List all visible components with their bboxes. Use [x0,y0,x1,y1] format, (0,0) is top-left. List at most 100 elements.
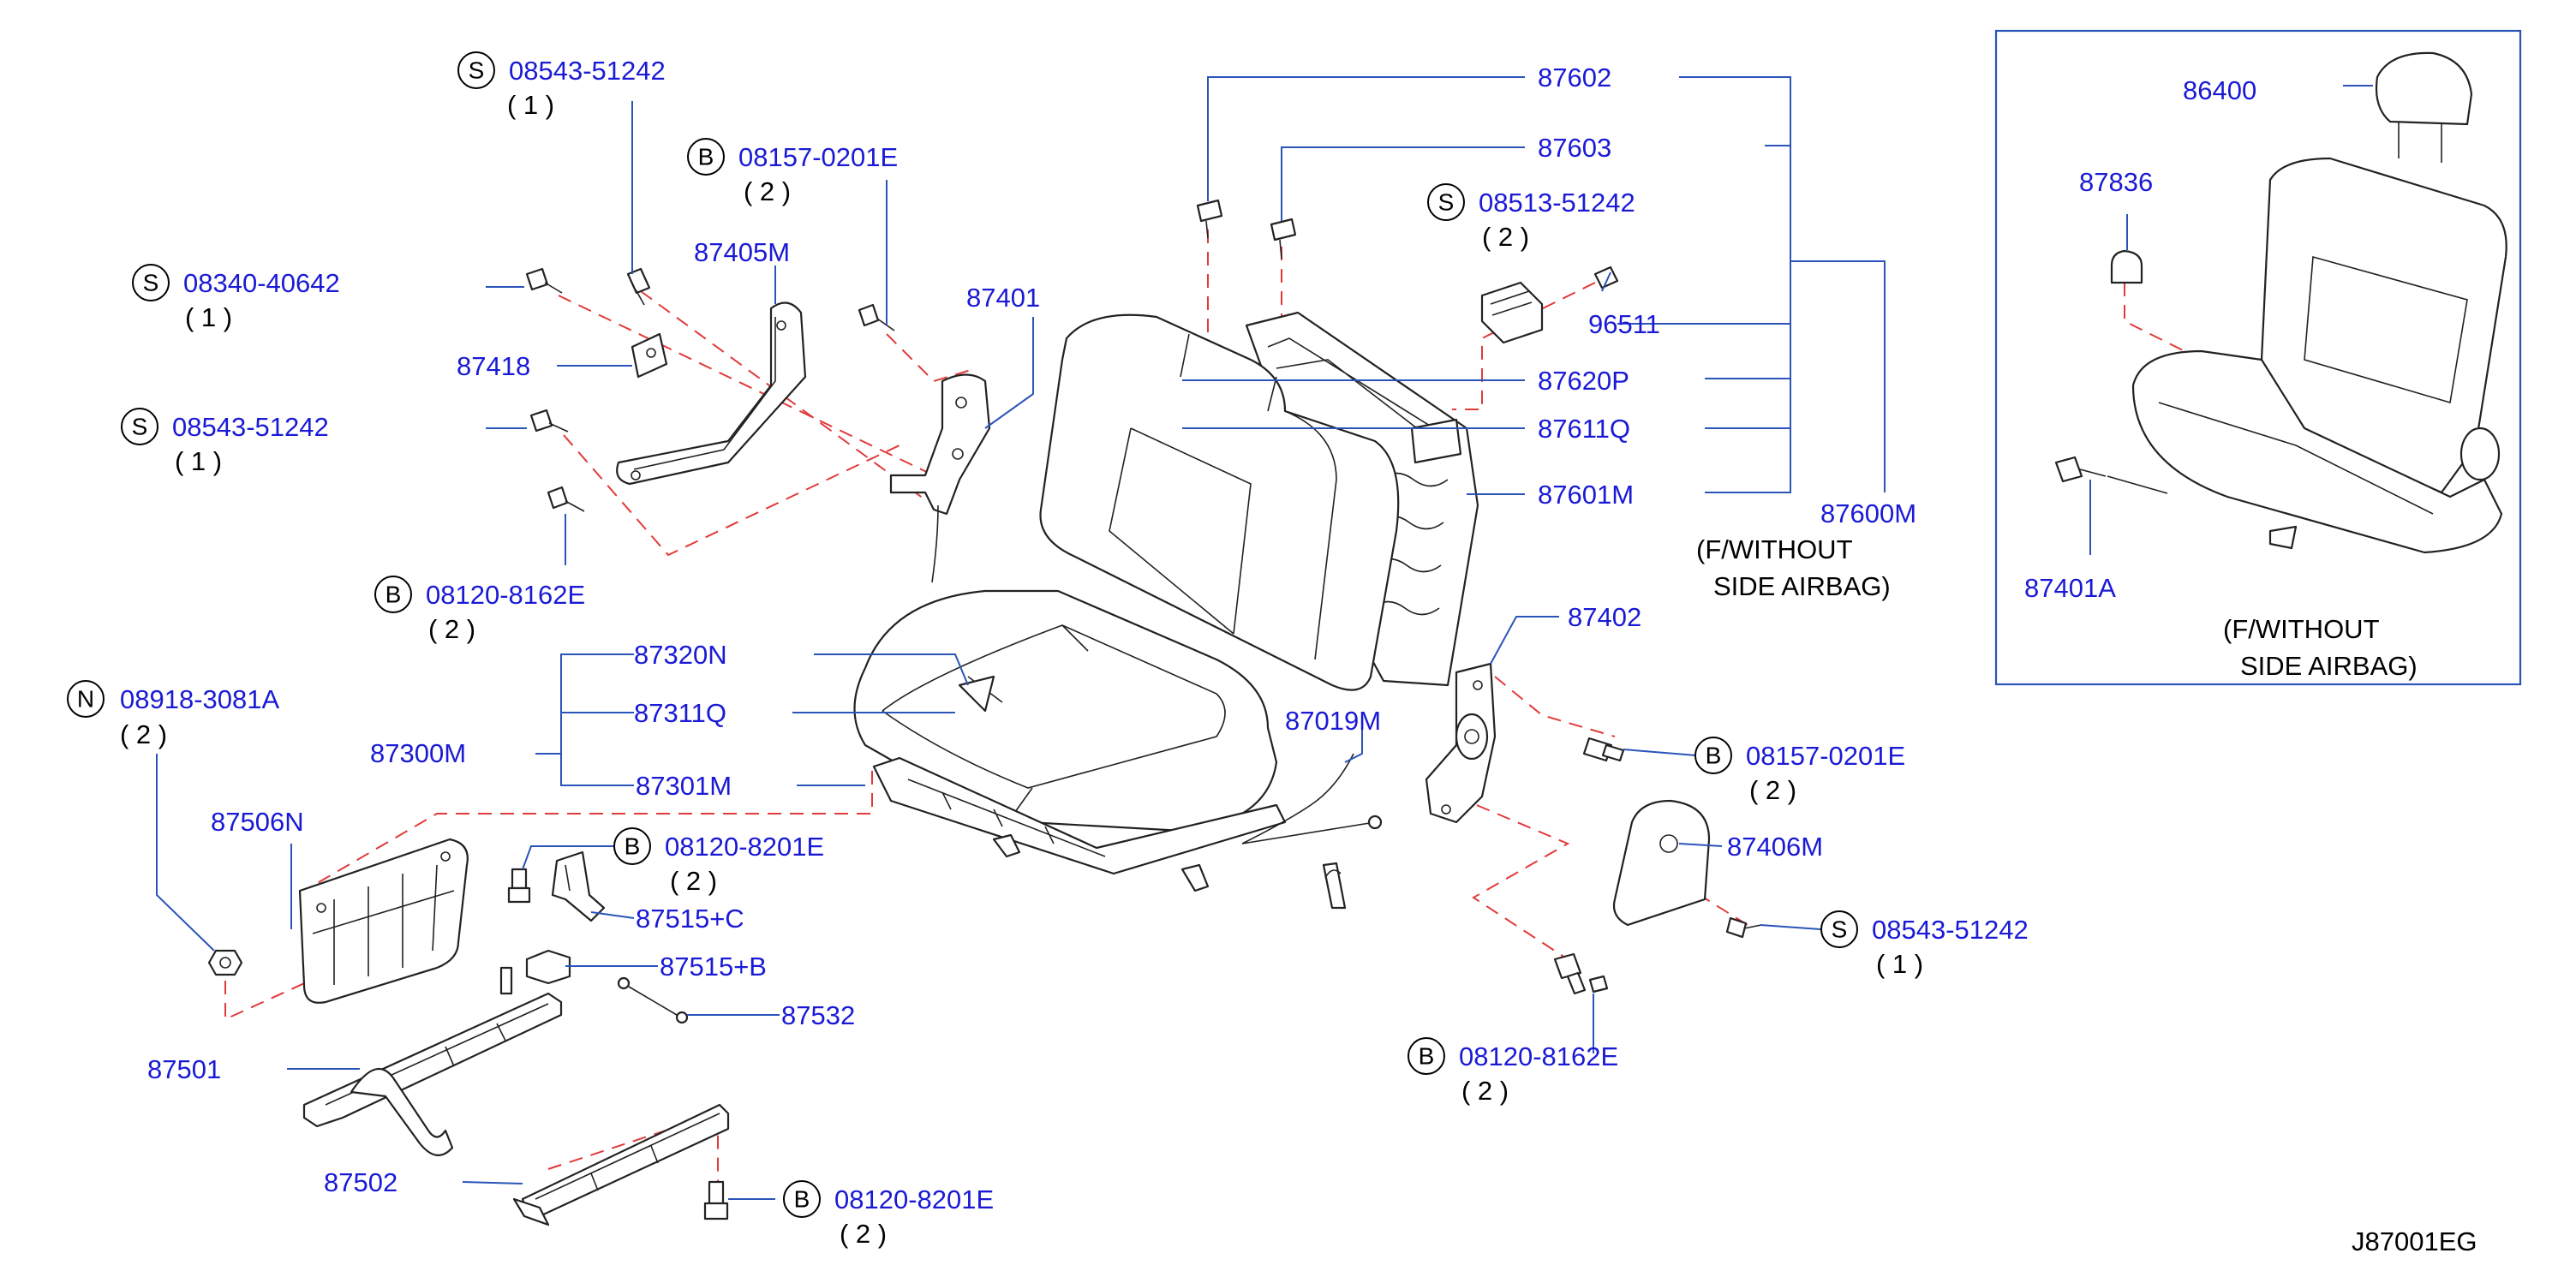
label-87601M: 87601M [1538,480,1634,510]
slide-rail-87501 [302,966,563,1156]
label-08157-0201E-right: B 08157-0201E ( 2 ) [1694,737,1905,805]
screw-icon [626,267,651,306]
label-87418: 87418 [457,351,530,381]
label-87611Q: 87611Q [1538,414,1630,444]
nut-icon [207,949,243,976]
svg-text:08120-8162E: 08120-8162E [426,580,585,610]
bracket-87402 [1425,662,1497,824]
label-87019M: 87019M [1285,706,1381,736]
label-87300M: 87300M [370,738,466,768]
note-inset-line1: (F/WITHOUT [2223,614,2380,644]
svg-text:S: S [1832,916,1848,943]
svg-text:08120-8201E: 08120-8201E [834,1184,994,1214]
washer-icon [617,976,689,1024]
clip-87418 [631,332,668,379]
label-87501: 87501 [147,1054,221,1084]
svg-text:S: S [1438,189,1455,216]
screw-icon [1593,266,1619,289]
fasteners [207,199,1762,1220]
svg-text:S: S [469,57,485,84]
svg-text:B: B [698,144,714,170]
bolt-icon [2054,456,2168,494]
svg-text:( 2 ): ( 2 ) [120,719,167,749]
svg-text:( 2 ): ( 2 ) [1461,1076,1509,1106]
svg-text:( 2 ): ( 2 ) [428,614,475,644]
svg-text:B: B [1706,743,1722,769]
label-08120-8162E-right: B 08120-8162E ( 2 ) [1408,1037,1618,1106]
clip-fastener-icon [1196,199,1223,239]
label-87506N: 87506N [211,807,304,837]
prefix-circle [783,1180,821,1218]
prefix-circle [374,576,412,613]
prefix-circle [1408,1037,1445,1075]
label-87301M: 87301M [636,771,732,801]
note-inset-line2: SIDE AIRBAG) [2240,651,2418,681]
svg-text:( 1 ): ( 1 ) [507,90,554,120]
prefix-circle [613,827,651,865]
screw-icon [529,409,569,433]
svg-text:( 1 ): ( 1 ) [1876,949,1923,979]
prefix-circle [1694,737,1732,774]
label-87401A: 87401A [2024,573,2116,603]
svg-text:( 1 ): ( 1 ) [185,302,232,332]
prefix-circle [1427,183,1465,221]
svg-text:08918-3081A: 08918-3081A [120,684,279,714]
svg-text:08543-51242: 08543-51242 [509,56,666,86]
svg-text:( 2 ): ( 2 ) [744,176,791,206]
label-87406M: 87406M [1727,832,1823,862]
label-08120-8201E-bottom: B 08120-8201E ( 2 ) [783,1180,994,1249]
prefix-circle [132,264,170,301]
label-87602: 87602 [1538,63,1611,92]
inset-frame [1994,29,2522,686]
diagram-id: J87001EG [2352,1226,2477,1256]
svg-text:08120-8201E: 08120-8201E [665,832,824,862]
svg-text:08157-0201E: 08157-0201E [1746,741,1905,771]
note-main-line1: (F/WITHOUT [1696,534,1853,564]
svg-text:08340-40642: 08340-40642 [183,268,340,298]
label-87311Q: 87311Q [634,698,726,728]
screw-icon [525,267,563,294]
latch-87515B [525,949,571,985]
prefix-circle [457,51,495,89]
label-87405M: 87405M [694,237,790,267]
label-08157-0201E-top: B 08157-0201E ( 2 ) [687,138,898,206]
bolt-icon [1553,952,1587,995]
label-08543-51242-top: S 08543-51242 ( 1 ) [457,51,666,120]
prefix-circle [1820,910,1858,948]
harness-87019M [1241,753,1383,910]
svg-text:S: S [143,270,159,296]
svg-text:( 1 ): ( 1 ) [175,446,222,476]
svg-text:( 2 ): ( 2 ) [840,1219,887,1249]
svg-text:08543-51242: 08543-51242 [1872,915,2029,945]
bolt-icon [507,868,531,904]
screw-icon [1725,916,1762,939]
svg-text:S: S [132,414,148,440]
leader-lines [156,76,2373,1200]
svg-text:B: B [1419,1043,1435,1070]
bolt-icon [703,1180,729,1220]
label-87603: 87603 [1538,133,1611,163]
seat-cushion-frame [872,756,1287,892]
label-08918-3081A: N 08918-3081A ( 2 ) [67,680,279,749]
label-08543-51242-mid: S 08543-51242 ( 1 ) [121,408,329,476]
latch-87515C [551,850,606,922]
bracket-87405M [616,301,807,486]
label-87532: 87532 [781,1000,855,1030]
note-main-line2: SIDE AIRBAG) [1713,571,1891,601]
part-labels: S 08543-51242 ( 1 ) B 08157-0201E ( 2 ) … [67,51,2477,1256]
bolt-icon [1582,737,1625,762]
label-86400: 86400 [2183,75,2256,105]
svg-text:B: B [625,833,641,860]
svg-text:B: B [794,1186,810,1213]
cover-87406M [1612,799,1711,927]
prefix-circle [121,408,158,445]
label-87320N: 87320N [634,640,727,670]
prefix-circle [67,680,105,718]
bolt-icon [547,486,585,512]
clip-fastener-icon [1270,218,1297,260]
svg-text:08120-8162E: 08120-8162E [1459,1041,1618,1071]
label-87600M: 87600M [1820,498,1916,528]
svg-text:08543-51242: 08543-51242 [172,412,329,442]
bracket-87401 [889,373,991,583]
